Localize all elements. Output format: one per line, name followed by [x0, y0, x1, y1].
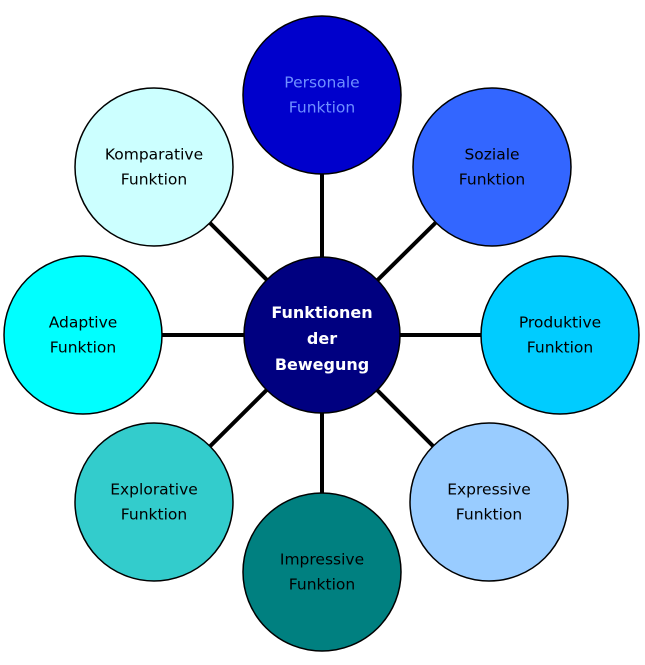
node-circle-explorative [74, 422, 234, 582]
node-label-adaptive-line-1: Adaptive [49, 314, 118, 332]
node-label-soziale-line-2: Funktion [459, 171, 525, 189]
node-label-produktive-line-2: Funktion [527, 339, 593, 357]
node-circle-expressive [409, 422, 569, 582]
node-label-explorative-line-1: Explorative [110, 481, 198, 499]
node-circle-personale [242, 15, 402, 175]
outer-nodes: PersonaleFunktionSozialeFunktionProdukti… [3, 15, 640, 652]
node-label-komparative-line-1: Komparative [105, 146, 203, 164]
node-label-explorative-line-2: Funktion [121, 506, 187, 524]
center-node: Funktionen der Bewegung [243, 256, 401, 414]
center-label-line-1: Funktionen [271, 303, 372, 322]
node-circle-soziale [412, 87, 572, 247]
node-circle-adaptive [3, 255, 163, 415]
node-circle-impressive [242, 492, 402, 652]
node-label-personale-line-1: Personale [284, 74, 359, 92]
node-label-produktive-line-1: Produktive [519, 314, 601, 332]
center-circle [243, 256, 401, 414]
center-label-line-2: der [307, 329, 337, 348]
node-label-soziale-line-1: Soziale [464, 146, 519, 164]
center-label-line-3: Bewegung [275, 355, 369, 374]
node-label-adaptive-line-2: Funktion [50, 339, 116, 357]
node-label-expressive-line-2: Funktion [456, 506, 522, 524]
node-label-impressive-line-2: Funktion [289, 576, 355, 594]
node-label-komparative-line-2: Funktion [121, 171, 187, 189]
node-label-impressive-line-1: Impressive [280, 551, 364, 569]
node-label-expressive-line-1: Expressive [447, 481, 531, 499]
node-circle-produktive [480, 255, 640, 415]
node-label-personale-line-2: Funktion [289, 99, 355, 117]
node-circle-komparative [74, 87, 234, 247]
